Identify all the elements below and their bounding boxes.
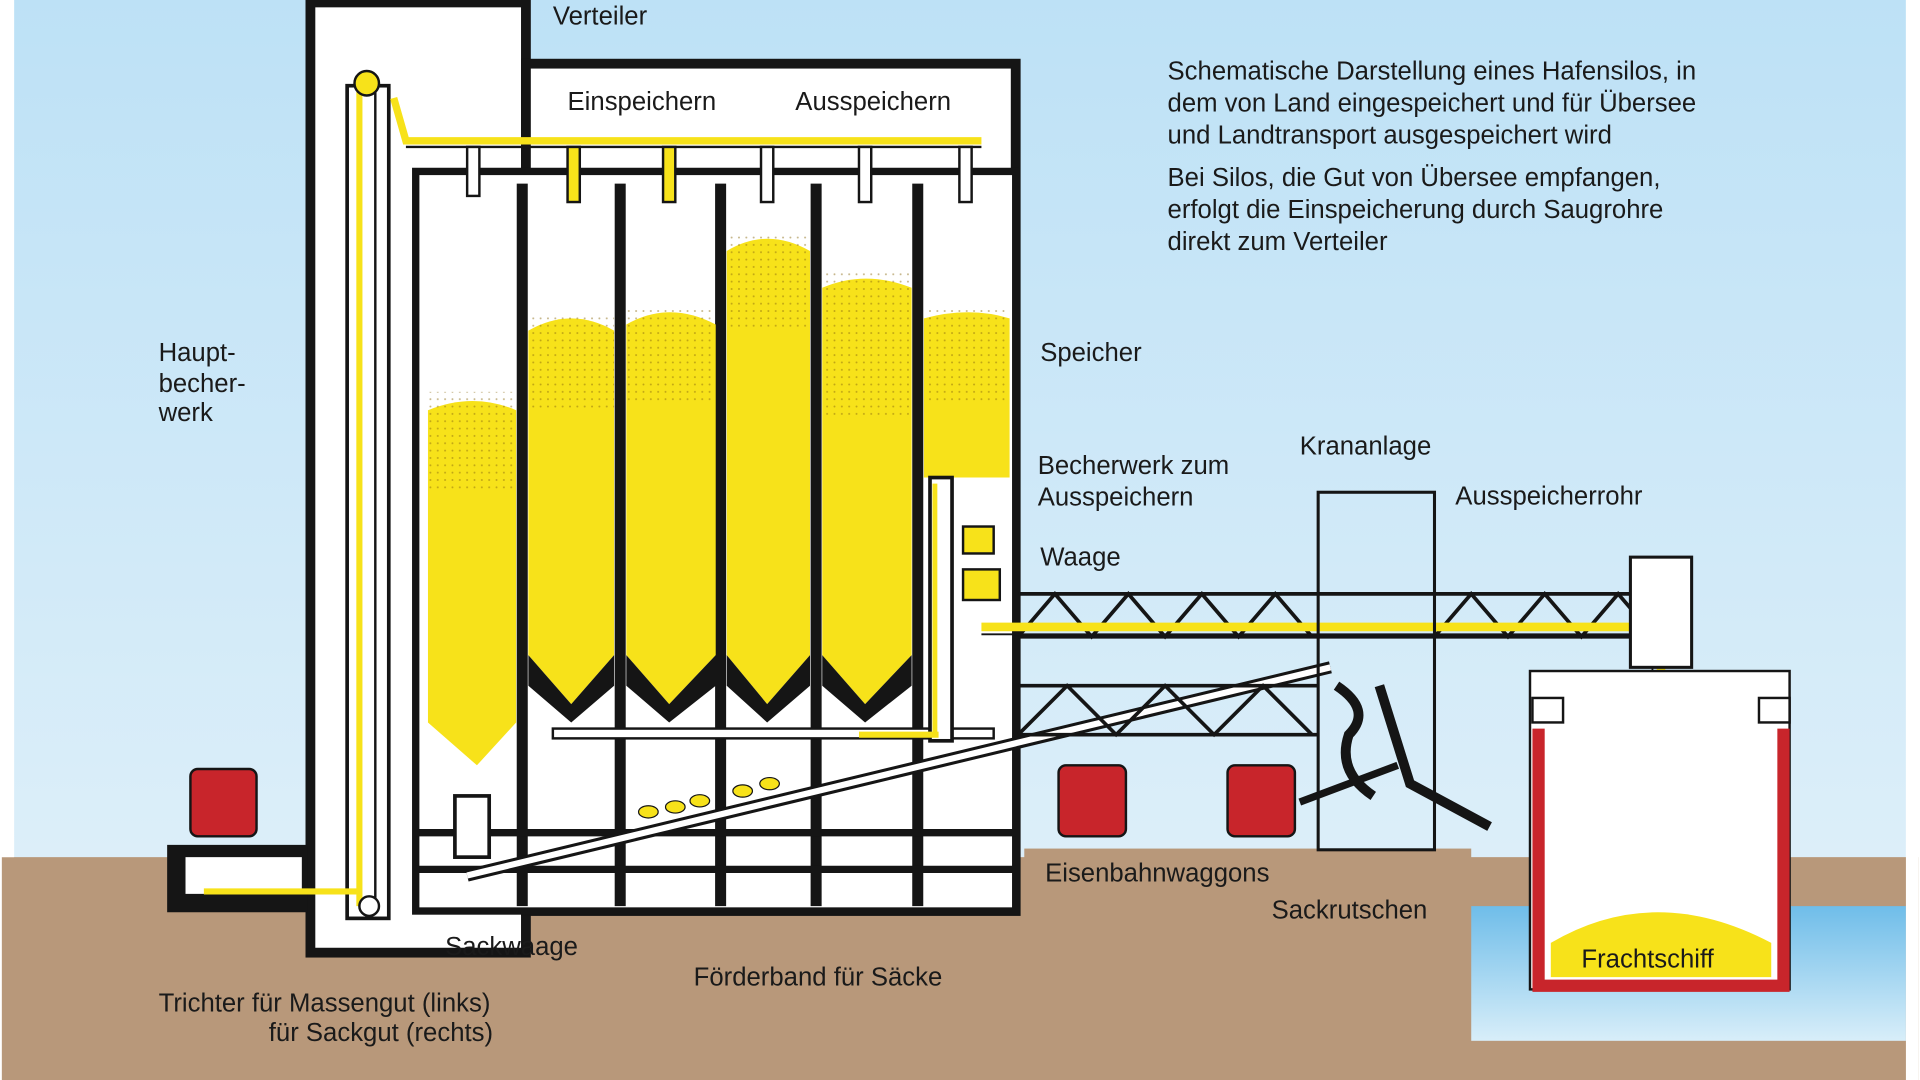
label-hauptbecherwerk-2: becher- [159,370,246,398]
label-becherwerk-1: Becherwerk zum [1038,452,1229,480]
description-line: Bei Silos, die Gut von Übersee empfangen… [1168,164,1661,192]
description-line: und Landtransport ausgespeichert wird [1168,121,1612,149]
description-text: Schematische Darstellung eines Hafensilo… [1168,58,1697,256]
label-hauptbecherwerk-3: werk [158,399,213,427]
label-sackrutschen: Sackrutschen [1272,896,1428,924]
labels: Verteiler Einspeichern Ausspeichern Haup… [158,2,1715,1046]
wagon [1226,764,1297,838]
description-line: dem von Land eingespeichert und für Über… [1168,89,1697,117]
silo-3-grain [626,312,716,705]
label-ausspeicherrohr: Ausspeicherrohr [1455,482,1643,510]
crane-tower [1298,490,1694,852]
label-verteiler: Verteiler [553,2,648,30]
label-eisenbahnwaggons: Eisenbahnwaggons [1045,860,1269,888]
silo-4-grain [726,238,810,705]
label-ausspeichern: Ausspeichern [795,88,951,116]
label-einspeichern: Einspeichern [568,88,717,116]
truss-bridge [1016,591,1668,738]
railway-wagons [189,764,1297,838]
description-line: direkt zum Verteiler [1168,228,1388,256]
silo-building [390,58,1332,916]
label-becherwerk-2: Ausspeichern [1038,484,1194,512]
quay [1024,848,1472,886]
label-waage: Waage [1040,544,1121,572]
label-speicher: Speicher [1040,339,1142,367]
label-trichter-2: für Sackgut (rechts) [269,1019,493,1047]
label-sackwaage: Sackwaage [445,933,578,961]
label-trichter-1: Trichter für Massengut (links) [159,989,491,1017]
wagon [1057,764,1128,838]
description-line: erfolgt die Einspeicherung durch Saugroh… [1168,196,1664,224]
hopper-pit [167,844,357,913]
description-line: Schematische Darstellung eines Hafensilo… [1168,58,1697,86]
label-frachtschiff: Frachtschiff [1581,945,1714,973]
silo-2-grain [528,318,615,705]
silo-1-grain [427,401,517,766]
cargo-ship [1528,669,1791,992]
wagon [189,767,258,838]
label-krananlage: Krananlage [1300,432,1431,460]
label-hauptbecherwerk-1: Haupt- [159,339,236,367]
label-foerderband: Förderband für Säcke [694,964,943,992]
